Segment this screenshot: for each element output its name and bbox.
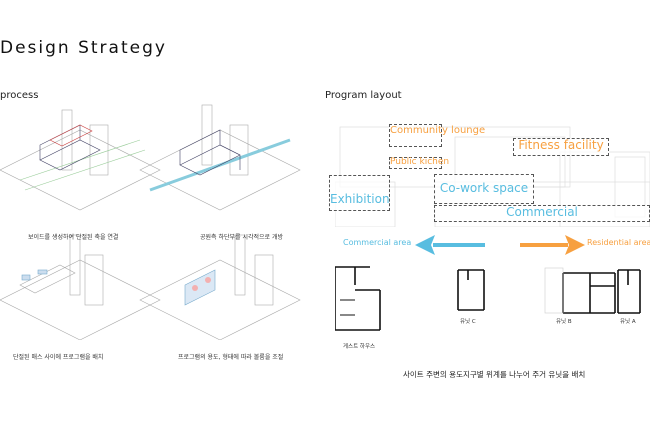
diagram-2 [139, 104, 301, 211]
unit-b-label: 유닛 B [556, 319, 572, 325]
diagram-4 [139, 234, 301, 340]
zone-public-kitchen: Public kichen [389, 157, 450, 169]
arrow-right-icon [520, 235, 585, 255]
process-heading: process [0, 90, 39, 101]
process-diagrams [0, 104, 301, 340]
unit-c-label: 유닛 C [460, 319, 476, 325]
diagram-1 [0, 109, 161, 211]
diagram-3 [0, 234, 161, 340]
commercial-area-label: Commercial area [343, 238, 412, 247]
zone-exhibition: Exhibition [329, 175, 390, 211]
zone-commercial: Commercial [434, 205, 650, 222]
arrow-left-icon [415, 235, 485, 255]
unit-guest-label: 게스트 하우스 [343, 344, 376, 350]
program-layout-heading: Program layout [325, 90, 402, 101]
step-caption: 보이드를 생성하여 단절된 축을 연결 [28, 234, 119, 241]
step-caption: 공원측 하단부를 시각적으로 개방 [200, 234, 284, 241]
zone-fitness: Fitness facility [513, 138, 609, 156]
unit-a-label: 유닛 A [620, 319, 636, 325]
step-caption: 프로그램의 용도, 형태에 따라 볼륨을 조절 [178, 354, 284, 361]
zone-cowork: Co-work space [434, 174, 534, 204]
page-title: Design Strategy [0, 38, 167, 58]
unit-plans [335, 266, 641, 331]
program-caption: 사이트 주변의 용도지구별 위계를 나누어 주거 유닛을 배치 [403, 370, 586, 379]
residential-area-label: Residential area [587, 238, 650, 247]
zone-community-lounge: Community lounge [389, 124, 485, 147]
step-caption: 단절된 매스 사이에 프로그램을 배치 [13, 354, 104, 361]
